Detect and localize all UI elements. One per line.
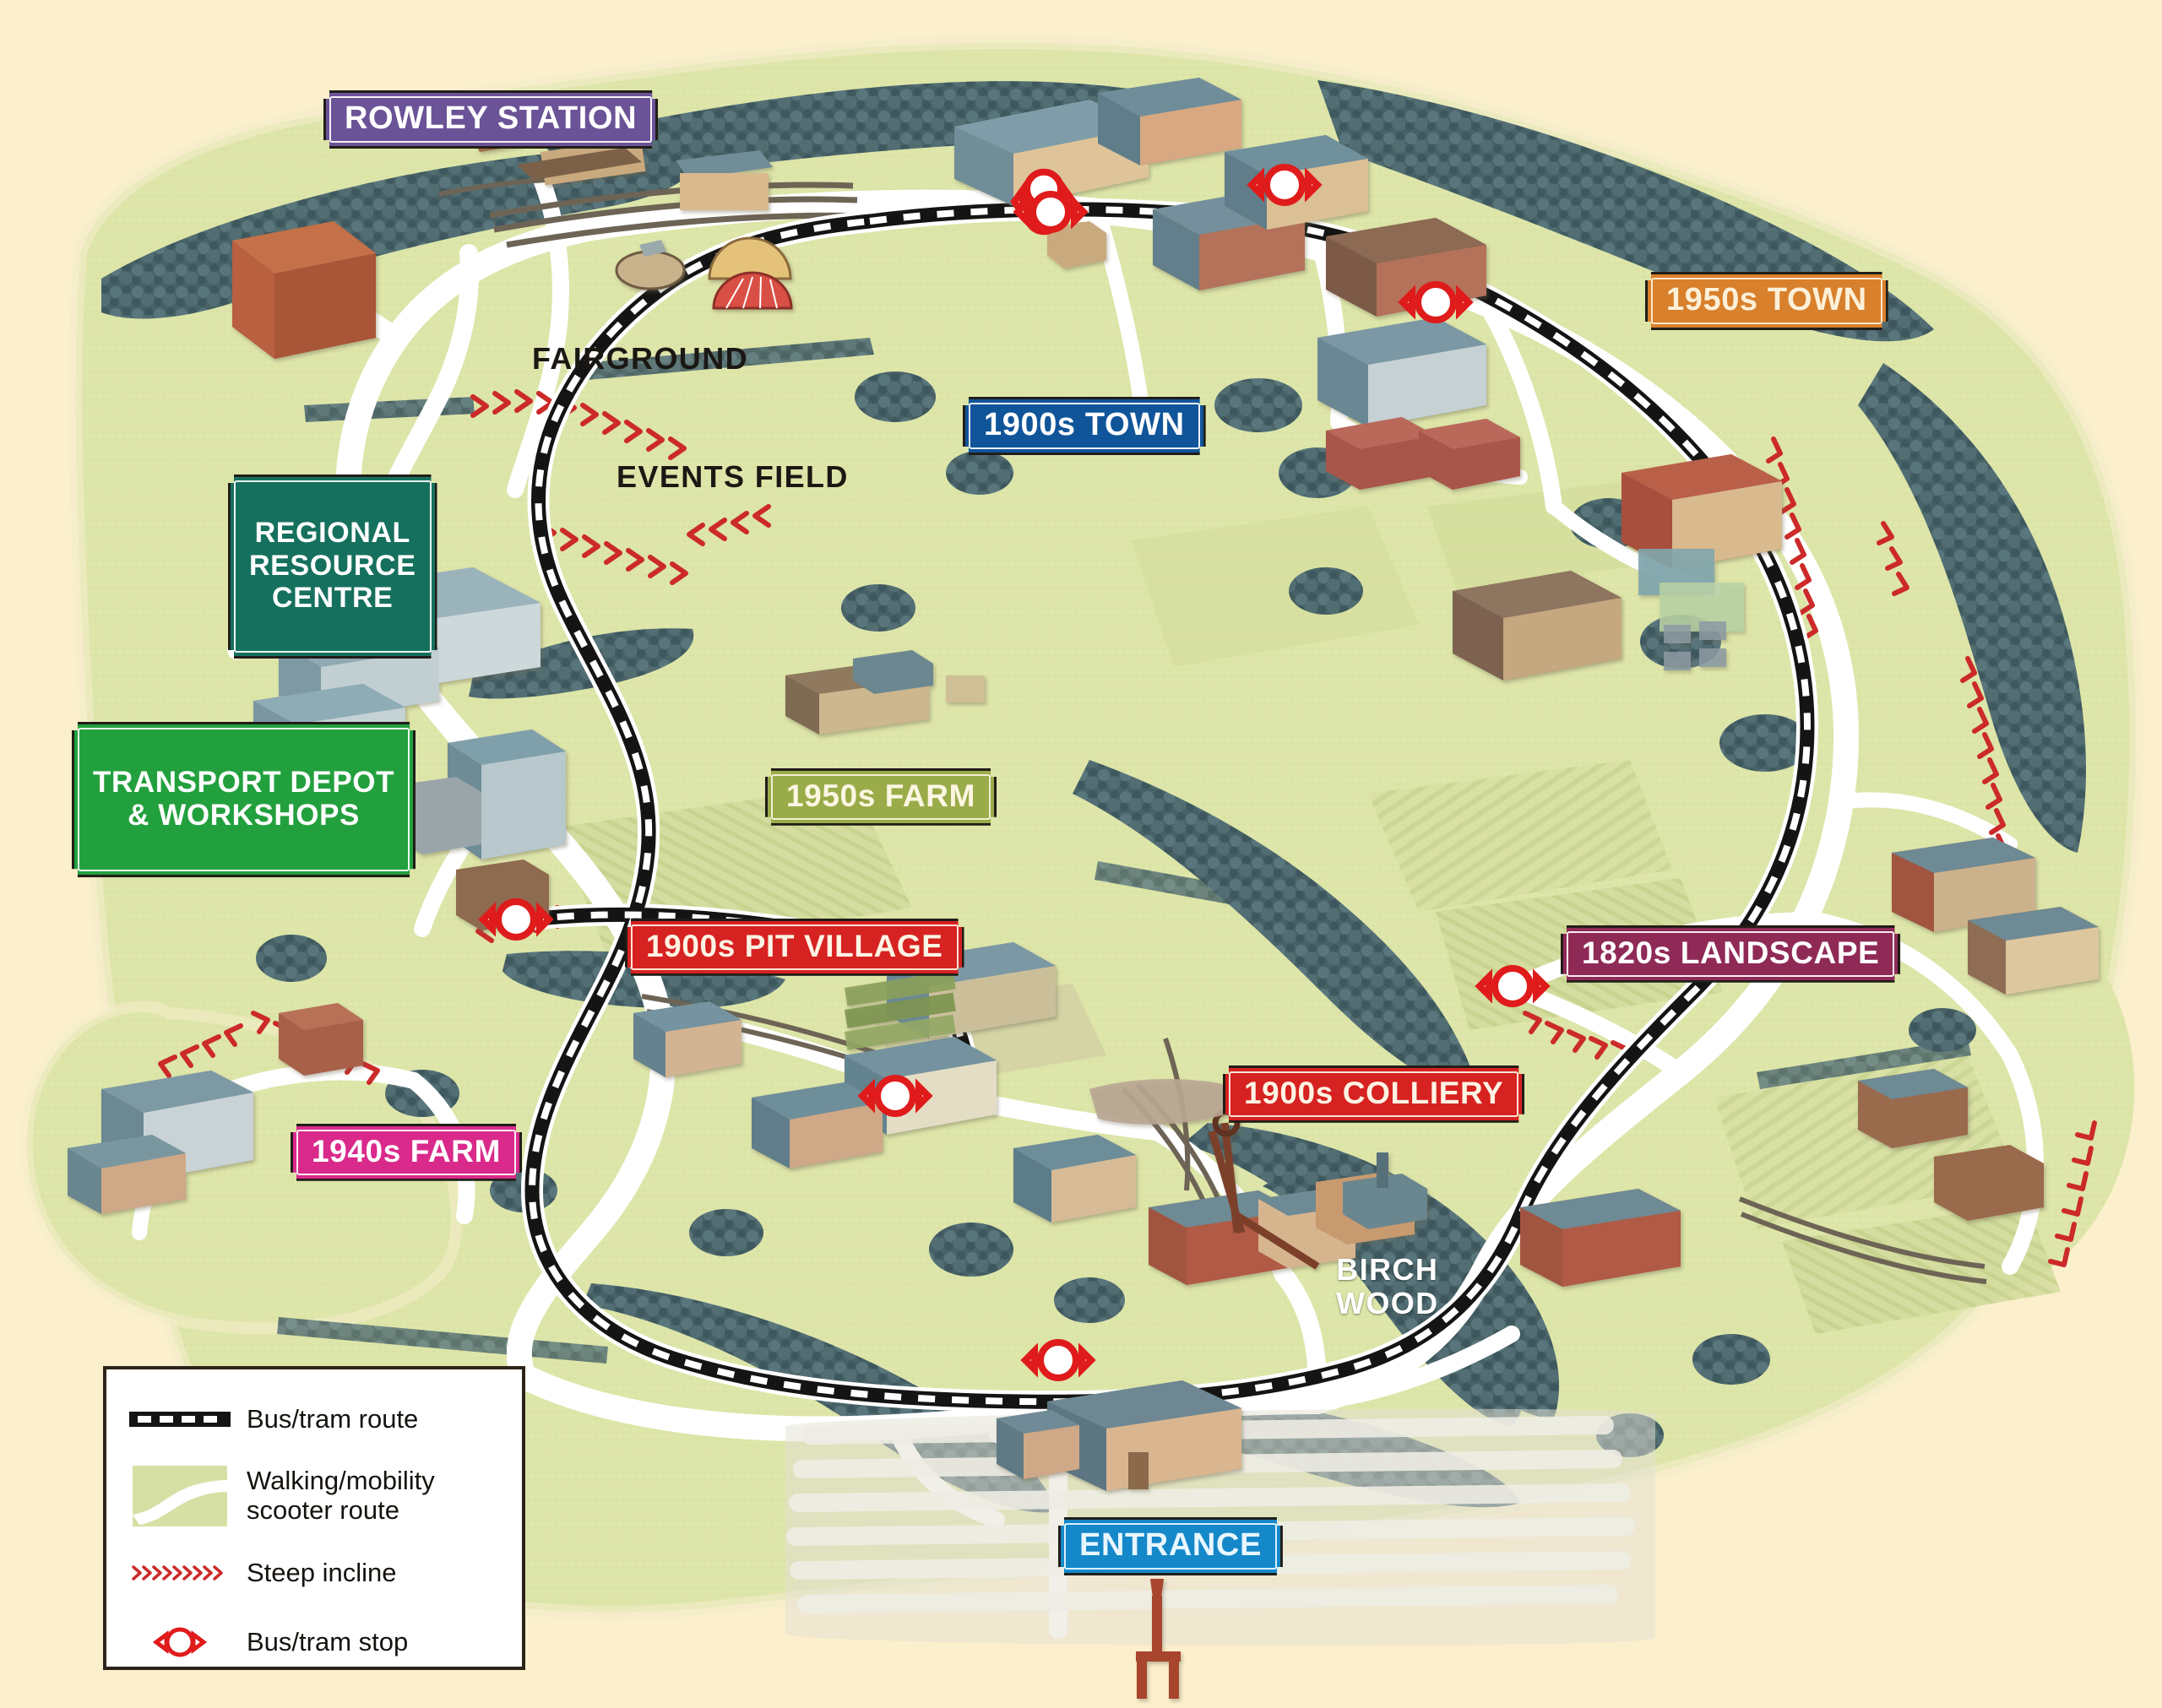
bus-tram-stops [478, 164, 1551, 1381]
map-label-events-field: EVENTS FIELD [617, 459, 849, 494]
stop-marker-icon [125, 1623, 235, 1662]
area-sign-1940s-farm[interactable]: 1940s FARM [291, 1124, 522, 1181]
area-sign-1900s-colliery[interactable]: 1900s COLLIERY [1223, 1065, 1524, 1123]
chevrons-icon [125, 1562, 235, 1584]
area-sign-label: 1820s LANDSCAPE [1582, 935, 1880, 970]
area-sign-1900s-pit-village[interactable]: 1900s PIT VILLAGE [625, 919, 964, 976]
legend-label: Walking/mobility scooter route [247, 1466, 435, 1525]
area-sign-label: 1950s FARM [786, 778, 975, 813]
1950s-farm-buildings [785, 650, 985, 735]
area-sign-label: 1900s COLLIERY [1244, 1076, 1504, 1110]
area-sign-label: 1900s PIT VILLAGE [646, 929, 943, 963]
area-sign-label: REGIONAL RESOURCE CENTRE [249, 517, 416, 615]
area-sign-label: TRANSPORT DEPOT & WORKSHOPS [93, 765, 395, 832]
area-sign-label: 1940s FARM [312, 1134, 501, 1168]
area-sign-regional-resource-centre[interactable]: REGIONAL RESOURCE CENTRE [228, 474, 437, 659]
fairground-rides [615, 236, 793, 310]
area-sign-transport-depot[interactable]: TRANSPORT DEPOT & WORKSHOPS [72, 722, 416, 877]
pit-wheel-sculpture [1136, 1596, 1181, 1699]
area-sign-rowley-station[interactable]: ROWLEY STATION [323, 90, 658, 149]
legend-row-bus-tram-stop: Bus/tram stop [106, 1608, 522, 1677]
dashed-track-icon [125, 1408, 235, 1430]
area-sign-label: ENTRANCE [1079, 1527, 1262, 1563]
entrance-building [997, 1380, 1241, 1491]
1940s-farm-buildings [68, 1003, 363, 1214]
1950s-town-buildings [1453, 454, 1782, 680]
legend-label: Bus/tram stop [247, 1626, 409, 1656]
1820s-buildings [1520, 838, 2099, 1287]
area-sign-1820s-landscape[interactable]: 1820s LANDSCAPE [1561, 925, 1900, 983]
legend-label: Steep incline [247, 1557, 397, 1587]
map-legend: Bus/tram route Walking/mobility scooter … [103, 1366, 525, 1670]
legend-row-walking-route: Walking/mobility scooter route [106, 1454, 522, 1538]
path-swatch-icon [125, 1466, 235, 1526]
area-sign-1950s-farm[interactable]: 1950s FARM [765, 768, 997, 826]
colliery-buildings [1089, 1078, 1427, 1285]
map-label-fairground: FAIRGROUND [532, 341, 748, 376]
area-sign-1900s-town[interactable]: 1900s TOWN [963, 397, 1206, 455]
legend-row-steep-incline: Steep incline [106, 1538, 522, 1608]
buildings [68, 78, 2099, 1699]
legend-row-bus-tram-route: Bus/tram route [106, 1385, 522, 1454]
area-sign-label: ROWLEY STATION [345, 100, 638, 136]
map-label-birch-wood: BIRCH WOOD [1336, 1252, 1439, 1320]
area-sign-entrance[interactable]: ENTRANCE [1058, 1517, 1283, 1575]
area-sign-label: 1900s TOWN [984, 407, 1185, 442]
area-sign-label: 1950s TOWN [1666, 282, 1867, 317]
area-sign-1950s-town[interactable]: 1950s TOWN [1645, 272, 1888, 330]
legend-label: Bus/tram route [247, 1403, 419, 1434]
